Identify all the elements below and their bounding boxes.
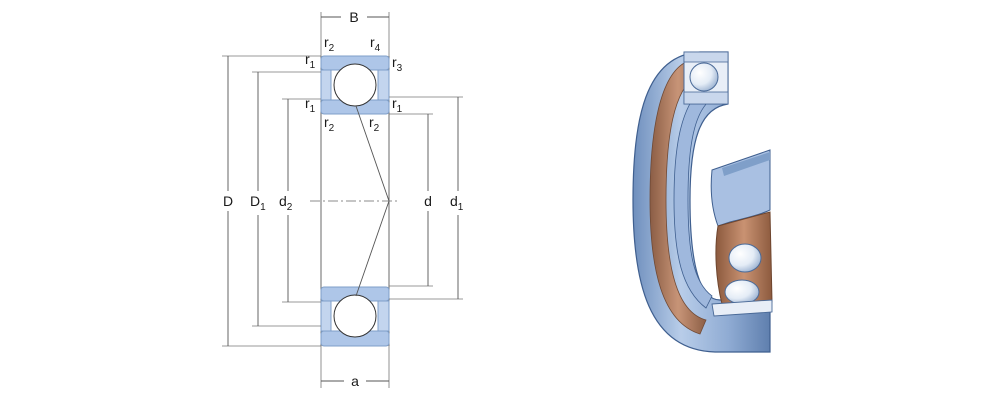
bottom-cage-left	[320, 300, 332, 332]
label-r2-inner-left: r2	[324, 114, 335, 134]
cage-band-left	[649, 61, 707, 335]
label-bg-d2	[277, 191, 299, 215]
top-cage-right	[377, 69, 390, 101]
label-bg-d	[421, 191, 435, 211]
top-section	[320, 55, 390, 115]
label-r2-top: r2	[324, 34, 335, 54]
top-ball-3d	[689, 62, 719, 92]
contact-line-bottom	[355, 200, 390, 297]
top-cut-inner	[683, 91, 729, 105]
bottom-cage-right	[377, 300, 390, 332]
label-r1-inner-left: r1	[305, 95, 316, 115]
label-d2: d2	[279, 193, 293, 213]
label-D1: D1	[250, 193, 266, 213]
top-cut-outer	[683, 51, 729, 63]
label-r2-inner-right: r2	[369, 114, 380, 134]
label-d: d	[424, 193, 432, 209]
inner-ring-shadow	[722, 152, 770, 176]
bottom-section	[320, 286, 390, 347]
label-bg-d1	[448, 191, 468, 215]
lower-ball-3d	[724, 279, 760, 305]
bearing-3d-illustration	[632, 51, 773, 353]
label-bg-D1	[248, 191, 270, 215]
label-r1-outer: r1	[305, 51, 316, 71]
top-ball	[333, 63, 377, 107]
bottom-face	[711, 299, 773, 317]
middle-ball-3d	[728, 243, 762, 273]
label-r1-inner-right: r1	[392, 95, 403, 115]
label-d1: d1	[450, 193, 464, 213]
top-cage-left	[320, 69, 332, 101]
cross-section-drawing: B a r2 r4 r1 r3 r1 r1 r2 r2 D D1 d2 d d1	[220, 9, 468, 389]
label-r3: r3	[392, 54, 403, 74]
bottom-ball	[333, 294, 377, 338]
label-a: a	[351, 373, 359, 389]
label-r4: r4	[370, 34, 381, 54]
label-B: B	[349, 9, 358, 25]
contact-line-top	[355, 105, 390, 202]
label-D: D	[223, 193, 233, 209]
inner-ring-left	[673, 89, 713, 309]
label-bg-D	[220, 191, 236, 211]
